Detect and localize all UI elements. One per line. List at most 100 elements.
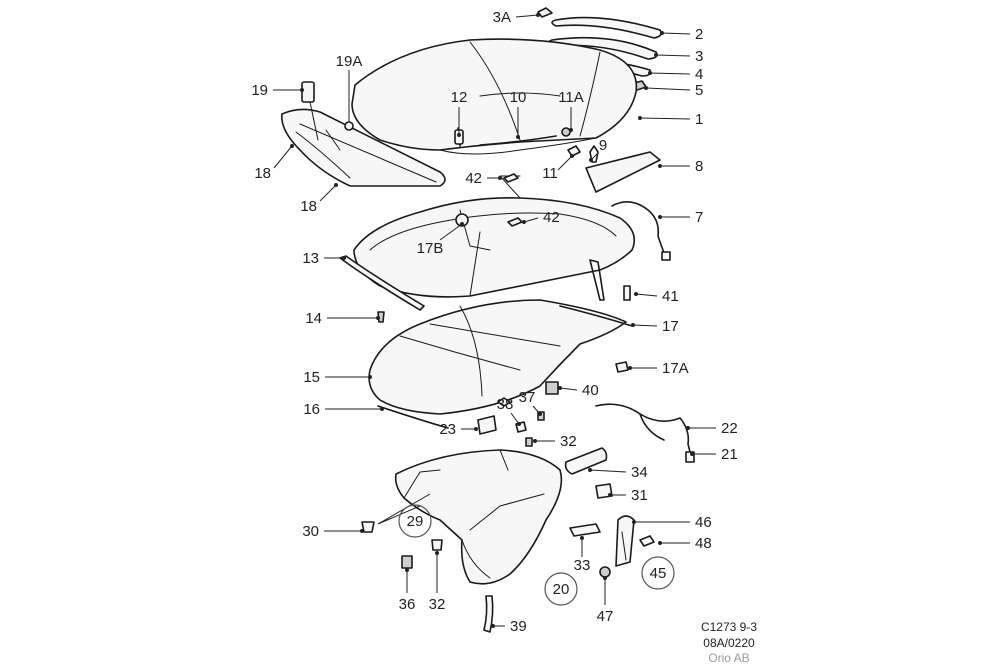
- reference-code: C1273 9-3: [701, 620, 757, 634]
- callout-3a: 3A: [493, 9, 540, 26]
- callout-18: 18: [300, 183, 338, 215]
- leader-dot: [632, 520, 636, 524]
- leader-line: [523, 217, 539, 223]
- reference-date: 08A/0220: [703, 636, 755, 650]
- leader-dot: [558, 386, 562, 390]
- leader-dot: [658, 164, 662, 168]
- leader-dot: [334, 183, 338, 187]
- callout-number: 21: [721, 446, 738, 463]
- publisher-name: Orio AB: [708, 651, 749, 664]
- callout-19a: 19A: [336, 53, 362, 122]
- callout-38: 38: [497, 396, 521, 426]
- leader-line: [273, 145, 293, 169]
- callout-33: 33: [574, 536, 590, 574]
- callout-31: 31: [608, 487, 648, 504]
- callout-42: 42: [465, 170, 502, 187]
- callout-39: 39: [491, 618, 527, 635]
- callout-number: 18: [254, 165, 271, 182]
- callout-number: 40: [582, 382, 599, 399]
- callout-2: 2: [660, 26, 703, 43]
- callout-number: 8: [695, 158, 703, 175]
- callout-number: 36: [399, 596, 416, 613]
- callout-42: 42: [522, 209, 560, 226]
- leader-dot: [290, 144, 294, 148]
- drawing-reference: C1273 9-3 08A/0220 Orio AB: [701, 620, 757, 664]
- leader-dot: [644, 86, 648, 90]
- folding-frame-illustration: [339, 173, 636, 323]
- leader-dot: [457, 133, 461, 137]
- callout-21: 21: [690, 446, 738, 463]
- leader-line: [589, 469, 627, 473]
- leader-dot: [516, 135, 520, 139]
- callout-17a: 17A: [628, 360, 689, 377]
- callout-number: 1: [695, 111, 703, 128]
- callout-number: 5: [695, 82, 703, 99]
- callout-23: 23: [439, 421, 478, 438]
- callout-16: 16: [303, 401, 384, 418]
- callout-11a: 11A: [558, 89, 584, 132]
- callout-number: 39: [510, 618, 527, 635]
- leader-dot: [368, 375, 372, 379]
- leader-line: [439, 223, 463, 241]
- parts-drawing: [281, 7, 695, 633]
- callout-number: 2: [695, 26, 703, 43]
- callout-number: 42: [543, 209, 560, 226]
- callout-ring: [544, 572, 578, 606]
- callout-number: 15: [303, 369, 320, 386]
- leader-line: [515, 14, 539, 18]
- callout-number: 32: [429, 596, 446, 613]
- callout-number: 4: [695, 66, 703, 83]
- leader-line: [632, 324, 658, 327]
- leader-dot: [628, 366, 632, 370]
- leader-dot: [405, 568, 409, 572]
- callout-number: 18: [300, 198, 317, 215]
- callout-8: 8: [658, 158, 703, 175]
- callout-number: 3A: [493, 9, 511, 26]
- callout-1: 1: [638, 111, 703, 128]
- callout-number: 19: [251, 82, 268, 99]
- callout-37: 37: [519, 389, 542, 416]
- leader-dot: [300, 88, 304, 92]
- callout-number: 23: [439, 421, 456, 438]
- leader-dot: [589, 158, 593, 162]
- leader-dot: [376, 316, 380, 320]
- wiring-harness-illustration: [595, 403, 695, 463]
- leader-line: [655, 54, 691, 57]
- callout-34: 34: [588, 464, 648, 481]
- callout-13: 13: [302, 250, 346, 267]
- callout-number: 41: [662, 288, 679, 305]
- callout-number: 30: [302, 523, 319, 540]
- callout-number: 13: [302, 250, 319, 267]
- callout-46: 46: [632, 514, 712, 531]
- callout-22: 22: [686, 420, 738, 437]
- callout-number: 17A: [662, 360, 689, 377]
- leader-line: [639, 117, 691, 120]
- callout-7: 7: [658, 209, 703, 226]
- callout-10: 10: [510, 89, 526, 139]
- leader-dot: [498, 176, 502, 180]
- rear-bow-illustration: [281, 81, 446, 187]
- callout-number: 29: [407, 513, 424, 530]
- leader-dot: [342, 256, 346, 260]
- callout-number: 34: [631, 464, 648, 481]
- callout-number: 9: [599, 137, 607, 154]
- leader-dot: [538, 412, 542, 416]
- leader-dot: [569, 128, 573, 132]
- callout-48: 48: [658, 535, 712, 552]
- leader-dot: [533, 439, 537, 443]
- leader-dot: [460, 222, 464, 226]
- callout-32: 32: [533, 433, 577, 450]
- leader-dot: [360, 529, 364, 533]
- callout-number: 45: [650, 565, 667, 582]
- callout-number: 14: [305, 310, 322, 327]
- leader-dot: [658, 541, 662, 545]
- tube-and-clip-illustration: [564, 447, 613, 499]
- callout-19: 19: [251, 82, 304, 99]
- callout-32: 32: [429, 551, 446, 613]
- callout-17b: 17B: [417, 222, 464, 257]
- leader-dot: [631, 323, 635, 327]
- callout-number: 7: [695, 209, 703, 226]
- leader-line: [559, 387, 578, 391]
- leader-dot: [435, 551, 439, 555]
